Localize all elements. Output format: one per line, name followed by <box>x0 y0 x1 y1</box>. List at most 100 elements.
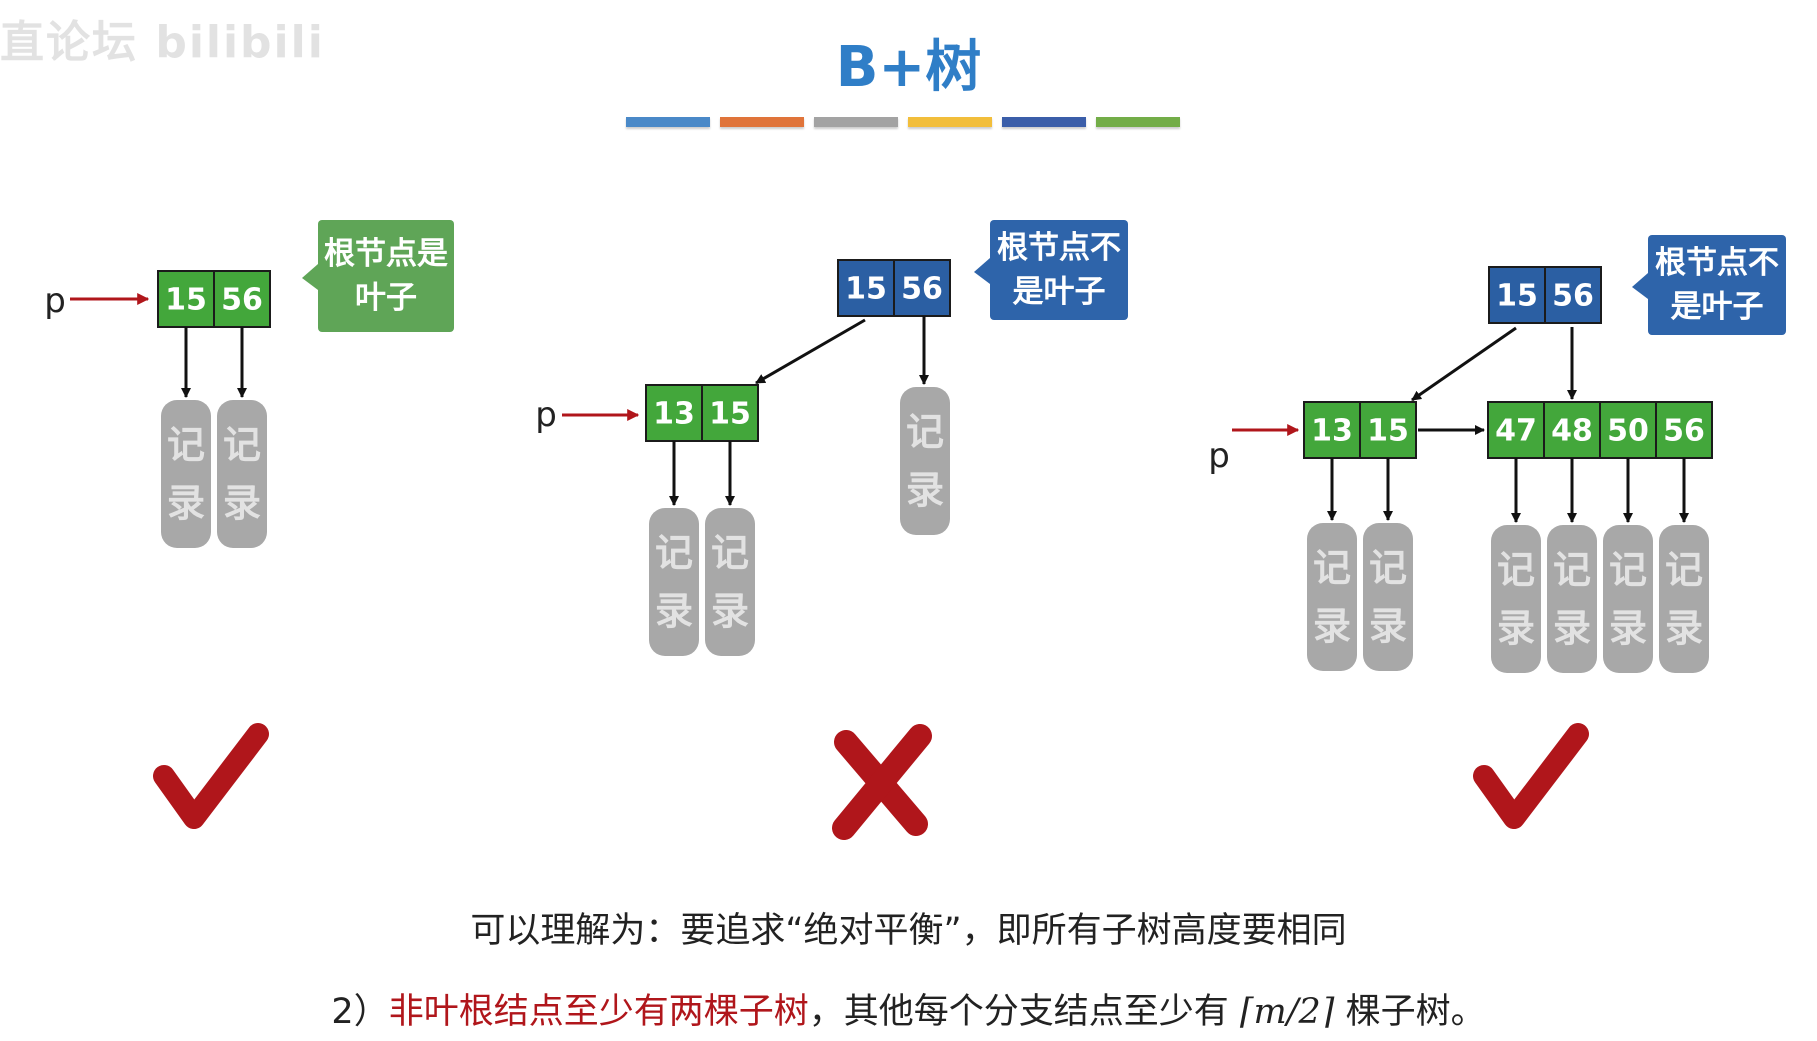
record: 记录 <box>705 508 755 656</box>
callout-line: 根节点是 <box>324 236 448 272</box>
child-arrow <box>1411 326 1517 402</box>
record: 记录 <box>900 387 950 535</box>
record-body <box>1307 523 1357 671</box>
color-bar-segment <box>814 117 898 127</box>
node-key: 13 <box>1311 414 1353 449</box>
check-mark <box>153 723 269 829</box>
record: 记录 <box>1307 523 1357 671</box>
node-key: 15 <box>709 397 751 432</box>
color-bar-segment <box>1096 117 1180 127</box>
page-title: B+树 <box>835 35 982 100</box>
node-key: 13 <box>653 397 695 432</box>
callout-line: 根节点不 <box>1655 245 1779 281</box>
node-key: 56 <box>221 283 263 318</box>
key-cell <box>1303 401 1361 459</box>
key-cell <box>157 270 215 328</box>
node-key: 56 <box>901 272 943 307</box>
callout-line: 是叶子 <box>1671 289 1764 325</box>
callout-tail <box>974 258 990 284</box>
pointer-label: p <box>44 281 66 321</box>
key-cell <box>893 259 951 317</box>
record-body <box>1547 525 1597 673</box>
callout-line: 根节点不 <box>997 230 1121 266</box>
record: 记录 <box>1363 523 1413 671</box>
record: 记录 <box>217 400 267 548</box>
record-char: 记 <box>655 531 693 575</box>
record-char: 录 <box>711 589 749 633</box>
record-char: 录 <box>167 481 205 525</box>
record-body <box>1659 525 1709 673</box>
callout-box <box>990 220 1128 320</box>
child-leaf-node: 13 15 <box>1303 401 1417 459</box>
node-key: 56 <box>1552 279 1594 314</box>
color-bar-segment <box>908 117 992 127</box>
record-body <box>1491 525 1541 673</box>
record-char: 录 <box>223 481 261 525</box>
record-char: 记 <box>1497 548 1535 592</box>
callout-box <box>1648 235 1786 335</box>
record-char: 记 <box>906 410 944 454</box>
pointer-label: p <box>1208 436 1230 476</box>
node-key: 15 <box>1367 414 1409 449</box>
color-bar-segment <box>720 117 804 127</box>
color-bar-segment <box>626 117 710 127</box>
record-char: 录 <box>1369 604 1407 648</box>
rule-formula: ⌈m/2⌉ <box>1239 992 1335 1032</box>
record-body <box>900 387 950 535</box>
node-key: 15 <box>845 272 887 307</box>
node-key: 48 <box>1551 414 1593 449</box>
record: 记录 <box>1659 525 1709 673</box>
callout-tail <box>1632 273 1648 299</box>
record: 记录 <box>1603 525 1653 673</box>
callout-tail <box>302 264 318 290</box>
record: 记录 <box>161 400 211 548</box>
record-body <box>649 508 699 656</box>
record-char: 记 <box>1313 546 1351 590</box>
caption-balance: 可以理解为：要追求“绝对平衡”，即所有子树高度要相同 <box>470 911 1347 951</box>
record-char: 录 <box>655 589 693 633</box>
record-char: 录 <box>1313 604 1351 648</box>
node-key: 50 <box>1607 414 1649 449</box>
record-char: 录 <box>906 468 944 512</box>
record-body <box>705 508 755 656</box>
record-body <box>1363 523 1413 671</box>
record-char: 录 <box>1497 606 1535 650</box>
rule-suffix: 棵子树。 <box>1334 992 1486 1032</box>
record: 记录 <box>1547 525 1597 673</box>
callout-line: 叶子 <box>355 280 417 316</box>
rule-highlight: 非叶根结点至少有两棵子树 <box>388 992 809 1032</box>
rule-number: 2） <box>331 992 389 1032</box>
record-char: 记 <box>167 423 205 467</box>
record-char: 记 <box>1665 548 1703 592</box>
node-key: 47 <box>1495 414 1537 449</box>
check-mark <box>1473 723 1589 829</box>
key-cell <box>645 384 703 442</box>
record-body <box>161 400 211 548</box>
key-cell <box>1543 401 1601 459</box>
record-char: 录 <box>1609 606 1647 650</box>
record: 记录 <box>1491 525 1541 673</box>
key-cell <box>701 384 759 442</box>
callout-line: 是叶子 <box>1013 274 1106 310</box>
record-char: 录 <box>1553 606 1591 650</box>
record-body <box>217 400 267 548</box>
cross-stroke <box>832 724 932 840</box>
node-key: 15 <box>1496 279 1538 314</box>
color-bar-segment <box>1002 117 1086 127</box>
record-body <box>1603 525 1653 673</box>
record-char: 记 <box>223 423 261 467</box>
child-leaf-node: 13 15 <box>645 384 759 442</box>
pointer-label: p <box>535 395 557 435</box>
node-key: 15 <box>165 283 207 318</box>
record-char: 记 <box>1609 548 1647 592</box>
key-cell <box>1544 266 1602 324</box>
child-arrow <box>755 318 866 385</box>
cross-mark <box>832 724 932 840</box>
